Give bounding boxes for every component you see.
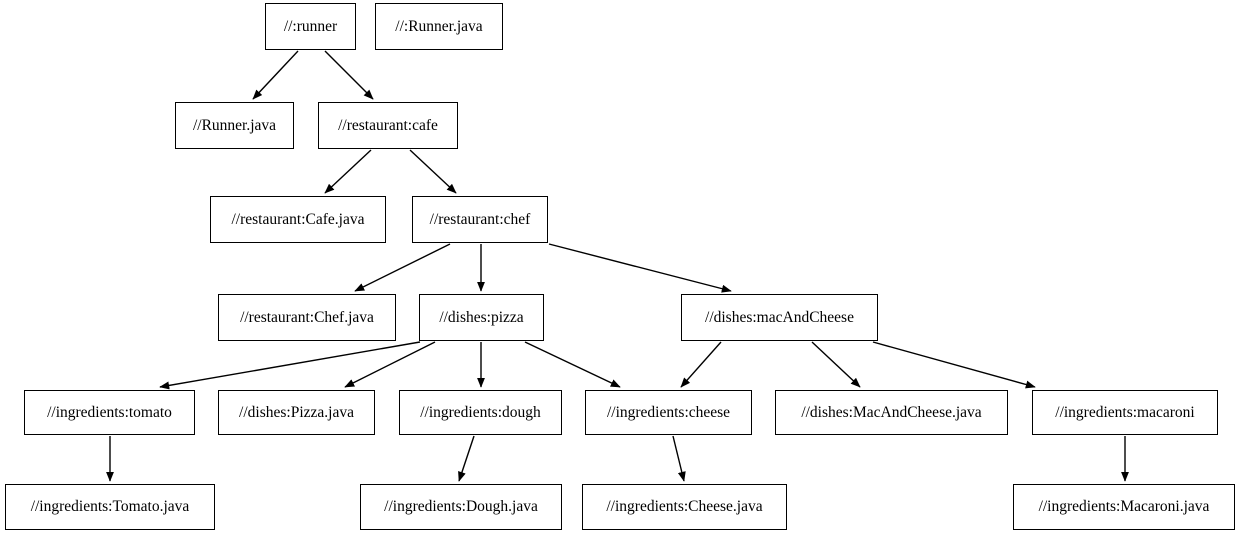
graph-edge-restaurant_chef-to-restaurant_chef_java — [354, 243, 451, 292]
graph-edge-restaurant_chef-to-dishes_macandcheese — [548, 243, 732, 293]
graph-node-label: //:runner — [283, 17, 338, 35]
graph-node-label: //ingredients:tomato — [47, 403, 172, 421]
graph-node-runner_java[interactable]: //Runner.java — [175, 102, 294, 149]
graph-node-ingredients_tomato[interactable]: //ingredients:tomato — [24, 390, 195, 435]
graph-edge-runner-to-runner_java — [252, 50, 299, 100]
graph-node-label: //dishes:Pizza.java — [239, 403, 354, 421]
graph-node-label: //ingredients:macaroni — [1055, 403, 1195, 421]
graph-edge-dishes_macandcheese-to-ingredients_cheese — [680, 341, 722, 388]
graph-node-dishes_pizza[interactable]: //dishes:pizza — [419, 294, 544, 341]
graph-node-restaurant_cafe[interactable]: //restaurant:cafe — [318, 102, 458, 149]
graph-node-ingredients_cheese[interactable]: //ingredients:cheese — [585, 390, 752, 435]
graph-node-label: //ingredients:Macaroni.java — [1038, 498, 1210, 516]
graph-node-tomato_java[interactable]: //ingredients:Tomato.java — [5, 484, 215, 530]
graph-edge-dishes_macandcheese-to-dishes_mac_java — [811, 341, 861, 388]
graph-node-restaurant_chef_java[interactable]: //restaurant:Chef.java — [218, 294, 396, 341]
graph-node-dishes_macandcheese[interactable]: //dishes:macAndCheese — [681, 294, 878, 341]
graph-edge-restaurant_cafe-to-restaurant_cafe_java — [324, 149, 372, 194]
graph-node-label: //ingredients:Cheese.java — [606, 498, 763, 516]
graph-edge-dishes_macandcheese-to-ingredients_macaroni — [872, 341, 1036, 389]
graph-node-runner[interactable]: //:runner — [265, 3, 356, 50]
graph-node-label: //Runner.java — [192, 116, 277, 134]
graph-node-ingredients_macaroni[interactable]: //ingredients:macaroni — [1032, 390, 1218, 435]
graph-node-label: //restaurant:chef — [429, 210, 531, 228]
graph-edge-ingredients_cheese-to-cheese_java — [672, 435, 686, 482]
graph-node-label: //restaurant:cafe — [338, 116, 438, 134]
graph-node-label: //ingredients:Tomato.java — [30, 498, 190, 516]
graph-edge-dishes_pizza-to-ingredients_cheese — [524, 341, 621, 388]
graph-node-dough_java[interactable]: //ingredients:Dough.java — [360, 484, 562, 530]
graph-node-label: //dishes:macAndCheese — [705, 308, 854, 326]
graph-edge-runner-to-restaurant_cafe — [324, 50, 374, 100]
graph-node-label: //ingredients:dough — [420, 403, 541, 421]
graph-node-label: //dishes:pizza — [439, 308, 524, 326]
graph-node-dishes_mac_java[interactable]: //dishes:MacAndCheese.java — [775, 390, 1008, 435]
graph-node-label: //restaurant:Chef.java — [240, 308, 374, 326]
graph-node-label: //dishes:MacAndCheese.java — [801, 403, 982, 421]
graph-node-restaurant_cafe_java[interactable]: //restaurant:Cafe.java — [210, 196, 386, 243]
graph-node-dishes_pizza_java[interactable]: //dishes:Pizza.java — [218, 390, 375, 435]
graph-node-label: //:Runner.java — [395, 17, 483, 35]
graph-node-macaroni_java[interactable]: //ingredients:Macaroni.java — [1013, 484, 1235, 530]
graph-node-root_runner_java[interactable]: //:Runner.java — [375, 3, 503, 50]
graph-edge-ingredients_dough-to-dough_java — [458, 435, 475, 482]
graph-node-ingredients_dough[interactable]: //ingredients:dough — [399, 390, 562, 435]
graph-edge-dishes_pizza-to-ingredients_tomato — [159, 341, 421, 390]
graph-node-label: //restaurant:Cafe.java — [231, 210, 365, 228]
graph-node-label: //ingredients:cheese — [606, 403, 731, 421]
graph-edge-dishes_pizza-to-dishes_pizza_java — [344, 341, 436, 388]
graph-node-restaurant_chef[interactable]: //restaurant:chef — [412, 196, 548, 243]
graph-node-cheese_java[interactable]: //ingredients:Cheese.java — [582, 484, 787, 530]
graph-edge-restaurant_cafe-to-restaurant_chef — [409, 149, 457, 194]
graph-node-label: //ingredients:Dough.java — [384, 498, 538, 516]
